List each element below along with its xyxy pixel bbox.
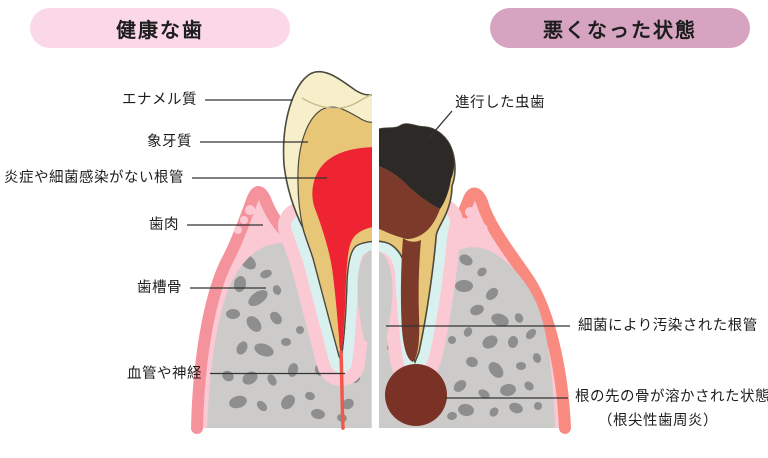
decayed-state-heading-text: 悪くなった状態: [543, 19, 697, 42]
label-vessel-nerve: 血管や神経: [127, 366, 202, 382]
interradicular-bone-right: [379, 252, 393, 344]
gum-margin-right: [437, 187, 571, 434]
label-infected-canal: 細菌により汚染された根管: [578, 318, 758, 334]
label-dentin: 象牙質: [147, 134, 192, 150]
label-gum: 歯肉: [149, 217, 179, 233]
caries-shape: [379, 124, 455, 209]
leader-lines: [187, 99, 570, 399]
label-apical-lesion-sub: （根尖性歯周炎）: [598, 413, 718, 429]
label-apical-lesion: 根の先の骨が溶かされた状態: [575, 389, 768, 405]
interradicular-bone-left: [357, 250, 371, 345]
apical-lesion-circle: [385, 364, 447, 426]
infected-pulp-shape: [379, 166, 440, 239]
decayed-half: [379, 123, 571, 434]
blood-vessel-nerve: [339, 350, 345, 430]
infected-root-canal-shape: [400, 238, 421, 362]
bone-trabeculae-right: [387, 254, 542, 421]
healthy-tooth-heading-text: 健康な歯: [116, 19, 204, 42]
gum-texture-left: [234, 205, 268, 234]
enamel-contour-line: [301, 93, 372, 110]
label-caries: 進行した虫歯: [455, 95, 545, 111]
label-alveolar-bone: 歯槽骨: [137, 280, 182, 296]
label-enamel: エナメル質: [122, 92, 197, 108]
label-healthy-canal: 炎症や細菌感染がない根管: [4, 170, 184, 186]
decayed-state-heading: 悪くなった状態: [490, 8, 750, 48]
healthy-root-canal-shape: [312, 147, 372, 356]
healthy-half: [191, 70, 372, 434]
leader-caries: [428, 110, 453, 139]
bone-trabeculae-left: [222, 254, 364, 423]
healthy-tooth-heading: 健康な歯: [30, 8, 290, 48]
